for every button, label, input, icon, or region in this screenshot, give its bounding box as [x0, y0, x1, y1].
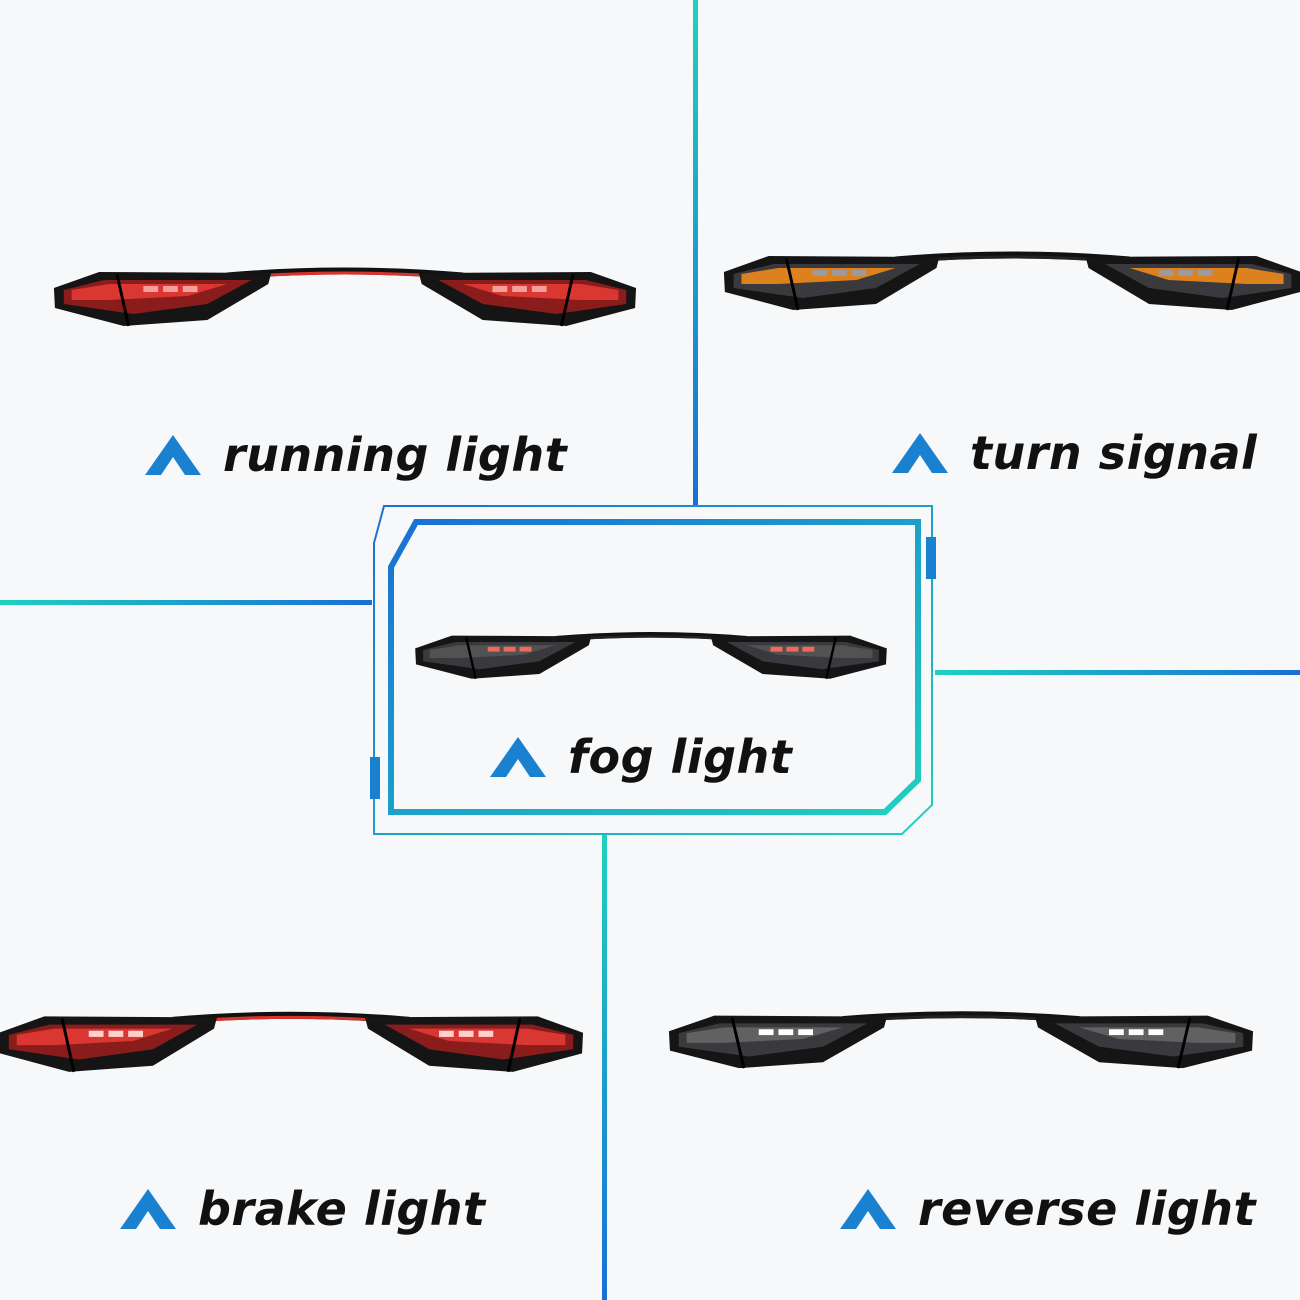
led-segment — [182, 286, 198, 292]
left-lamp — [668, 1015, 887, 1069]
chevron-up-icon — [120, 1189, 176, 1229]
lamp-divider — [115, 273, 131, 327]
label-reverse-light: reverse light — [840, 1182, 1256, 1236]
led-segment — [770, 646, 783, 652]
lamp-divider — [1225, 257, 1241, 311]
led-segment — [1158, 270, 1174, 276]
tail-light-assembly — [415, 632, 887, 680]
left-lamp — [0, 1016, 217, 1073]
tail-light-assembly — [53, 267, 637, 327]
led-segment — [143, 286, 159, 292]
led-segment — [458, 1030, 474, 1037]
left-lamp — [415, 635, 592, 680]
right-lamp — [418, 272, 637, 327]
led-segment — [487, 646, 500, 652]
led-segment — [812, 270, 828, 276]
led-segment — [1197, 270, 1213, 276]
tail-light-turn — [723, 251, 1300, 311]
led-segment — [492, 286, 508, 292]
label-turn-signal: turn signal — [892, 426, 1257, 480]
led-segment — [786, 646, 799, 652]
chevron-up-icon — [892, 433, 948, 473]
right-lamp — [1035, 1015, 1254, 1069]
led-segment — [802, 646, 815, 652]
label-text: fog light — [568, 730, 793, 784]
tail-light-assembly — [723, 251, 1300, 311]
connector-line-left — [0, 600, 372, 605]
chevron-up-icon — [840, 1189, 896, 1229]
connector-line-right — [935, 670, 1300, 675]
led-segment — [798, 1029, 813, 1036]
label-text: reverse light — [918, 1182, 1257, 1236]
label-text: turn signal — [970, 426, 1258, 480]
label-brake-light: brake light — [120, 1182, 486, 1236]
led-segment — [439, 1030, 454, 1037]
left-lamp — [723, 256, 940, 311]
led-segment — [1178, 270, 1193, 276]
led-segment — [778, 1029, 794, 1036]
lamp-divider — [784, 257, 800, 311]
led-segment — [163, 286, 178, 292]
led-segment — [531, 286, 547, 292]
tail-light-reverse — [668, 1011, 1254, 1069]
lamp-divider — [60, 1018, 76, 1073]
lamp-divider — [465, 636, 477, 680]
lamp-divider — [1176, 1017, 1192, 1069]
led-segment — [1148, 1029, 1164, 1036]
right-lamp — [710, 635, 887, 680]
led-segment — [851, 270, 867, 276]
connector-line-top — [693, 0, 698, 505]
tail-light-brake — [0, 1011, 584, 1073]
chevron-up-icon — [490, 737, 546, 777]
led-segment — [108, 1030, 124, 1037]
lamp-divider — [559, 273, 575, 327]
center-highlight-frame — [370, 505, 936, 835]
led-segment — [512, 286, 527, 292]
led-segment — [758, 1029, 774, 1036]
tail-light-assembly — [668, 1011, 1254, 1069]
led-segment — [503, 646, 516, 652]
led-segment — [128, 1030, 143, 1037]
lamp-divider — [506, 1018, 522, 1073]
connector-line-bottom — [602, 835, 607, 1300]
led-segment — [832, 270, 847, 276]
label-text: brake light — [198, 1182, 486, 1236]
tail-light-running — [53, 267, 637, 327]
label-fog-light: fog light — [490, 730, 792, 784]
led-segment — [519, 646, 532, 652]
led-segment — [1128, 1029, 1144, 1036]
chevron-up-icon — [145, 435, 201, 475]
right-lamp — [1085, 256, 1300, 311]
right-lamp — [365, 1016, 584, 1073]
tail-light-assembly — [0, 1011, 584, 1073]
tail-light-fog — [415, 632, 887, 680]
led-segment — [478, 1030, 494, 1037]
lamp-divider — [825, 636, 837, 680]
led-segment — [88, 1030, 104, 1037]
left-lamp — [53, 272, 272, 327]
label-text: running light — [223, 428, 568, 482]
label-running-light: running light — [145, 428, 567, 482]
lamp-divider — [730, 1017, 746, 1069]
led-segment — [1109, 1029, 1124, 1036]
